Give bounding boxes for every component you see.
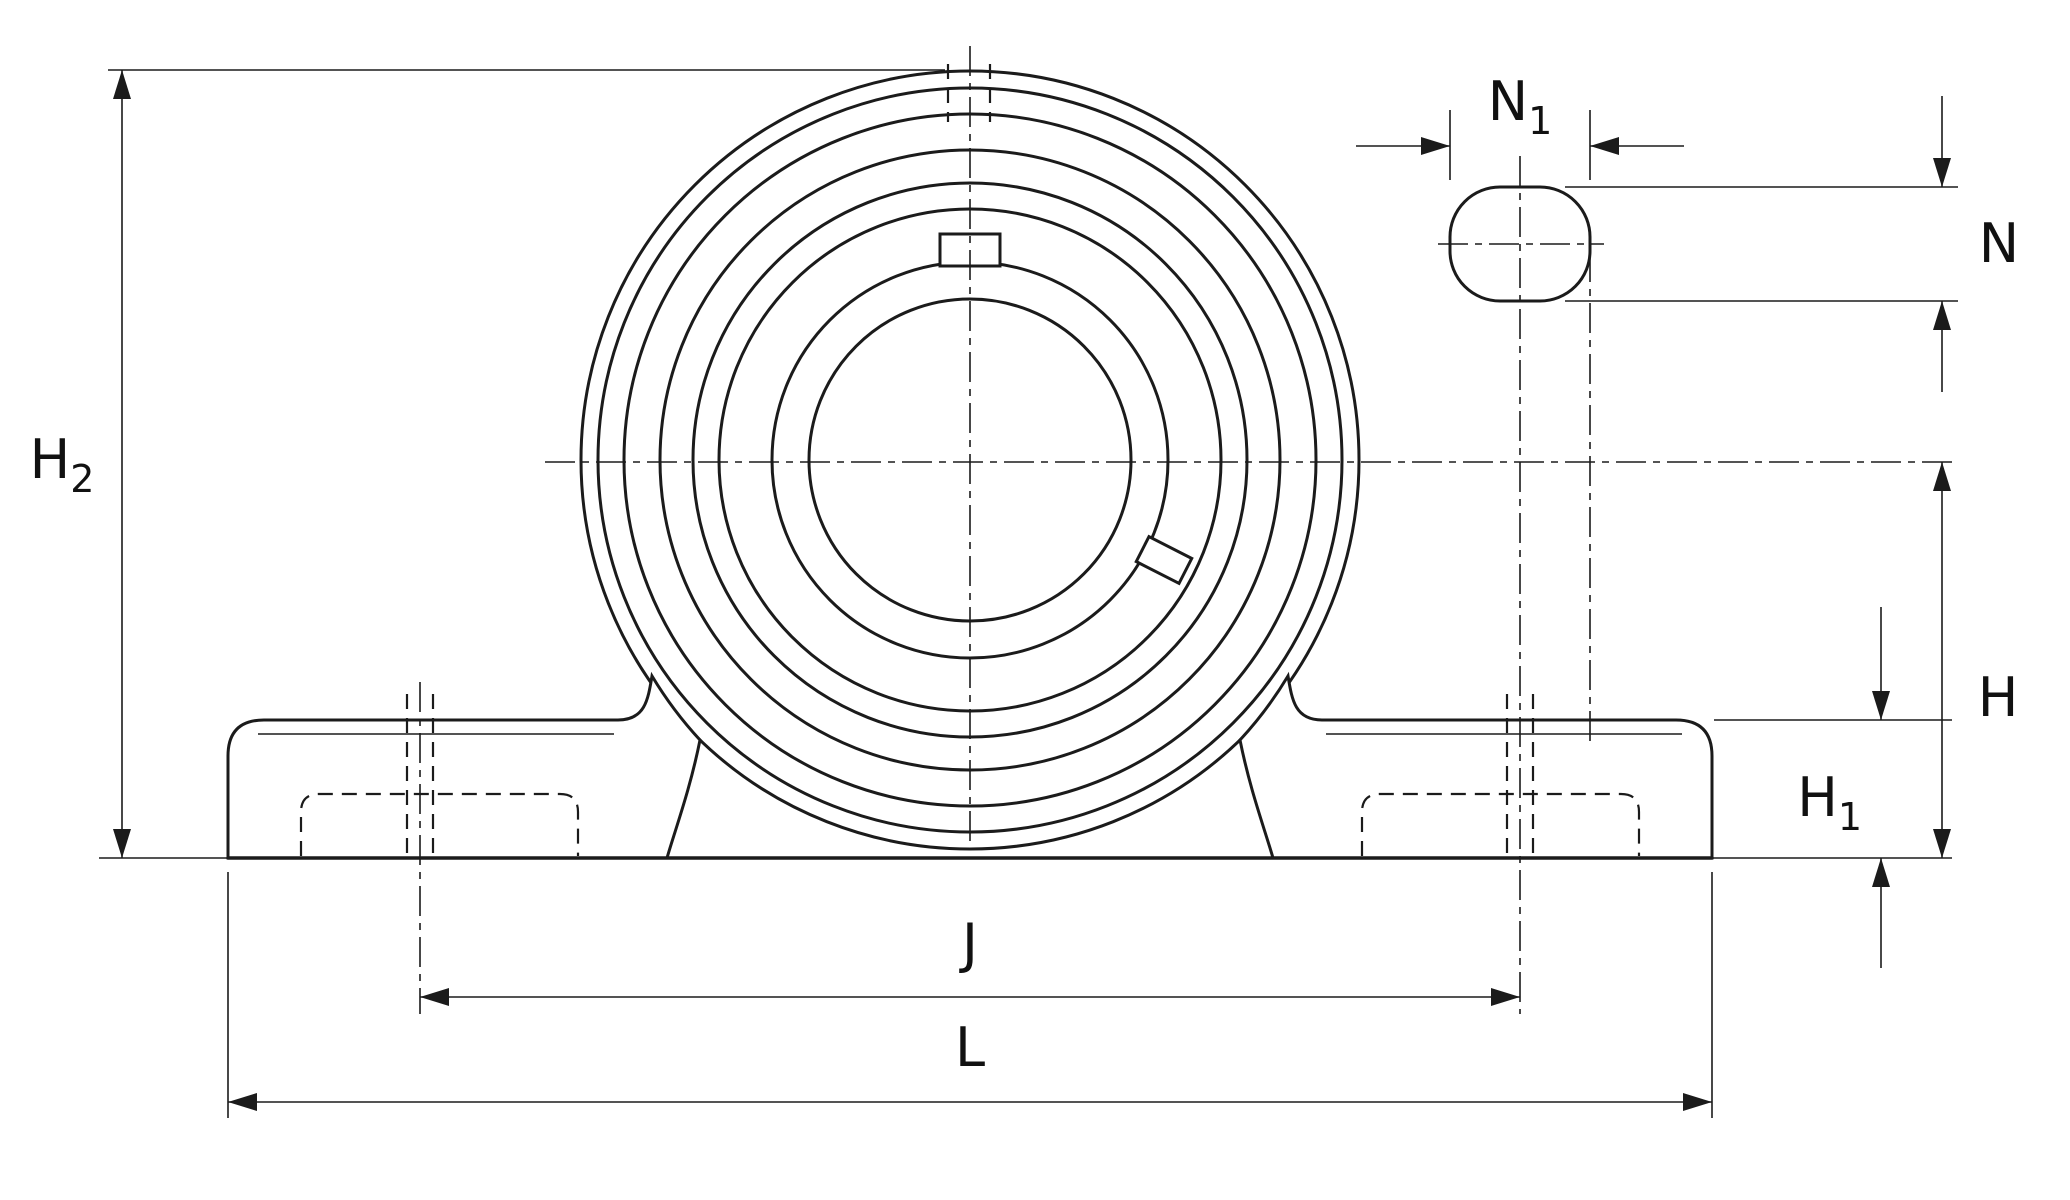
- j-arrow-right: [1491, 988, 1520, 1006]
- set-screw-notch: [1134, 534, 1194, 586]
- h2-arrow-down: [113, 829, 131, 858]
- base-feet: [226, 671, 1714, 860]
- h-arrow-down: [1933, 829, 1951, 858]
- label-h2: H2: [30, 428, 95, 501]
- label-n1: N1: [1488, 70, 1553, 143]
- n1-arrow-left: [1590, 137, 1619, 155]
- extension-lines: [99, 69, 1958, 1118]
- dimension-lines: [113, 70, 1951, 1111]
- n-arrow-up: [1933, 301, 1951, 330]
- slot-hole-outline: [1448, 185, 1592, 303]
- n-arrow-down: [1933, 158, 1951, 187]
- label-n: N: [1979, 212, 2019, 275]
- left-foot: [226, 671, 702, 860]
- hidden-lines: [299, 64, 1641, 856]
- label-h: H: [1978, 666, 2019, 729]
- h-arrow-up: [1933, 462, 1951, 491]
- h1-arrow-up: [1872, 858, 1890, 887]
- right-foot: [1238, 671, 1714, 860]
- left-foot-slot-hidden: [299, 792, 580, 856]
- mounting-slot-detail: [1448, 185, 1592, 303]
- n1-arrow-right: [1421, 137, 1450, 155]
- j-arrow-left: [420, 988, 449, 1006]
- dimension-labels: H2 N1 N H H1 J L: [30, 70, 2020, 1079]
- l-arrow-right: [1683, 1093, 1712, 1111]
- l-arrow-left: [228, 1093, 257, 1111]
- h1-arrow-down: [1872, 691, 1890, 720]
- right-foot-slot-hidden: [1360, 792, 1641, 856]
- label-j: J: [959, 912, 978, 975]
- label-l: L: [955, 1016, 985, 1079]
- h2-arrow-up: [113, 70, 131, 99]
- label-h1: H1: [1797, 766, 1862, 839]
- centerlines: [419, 46, 1958, 1014]
